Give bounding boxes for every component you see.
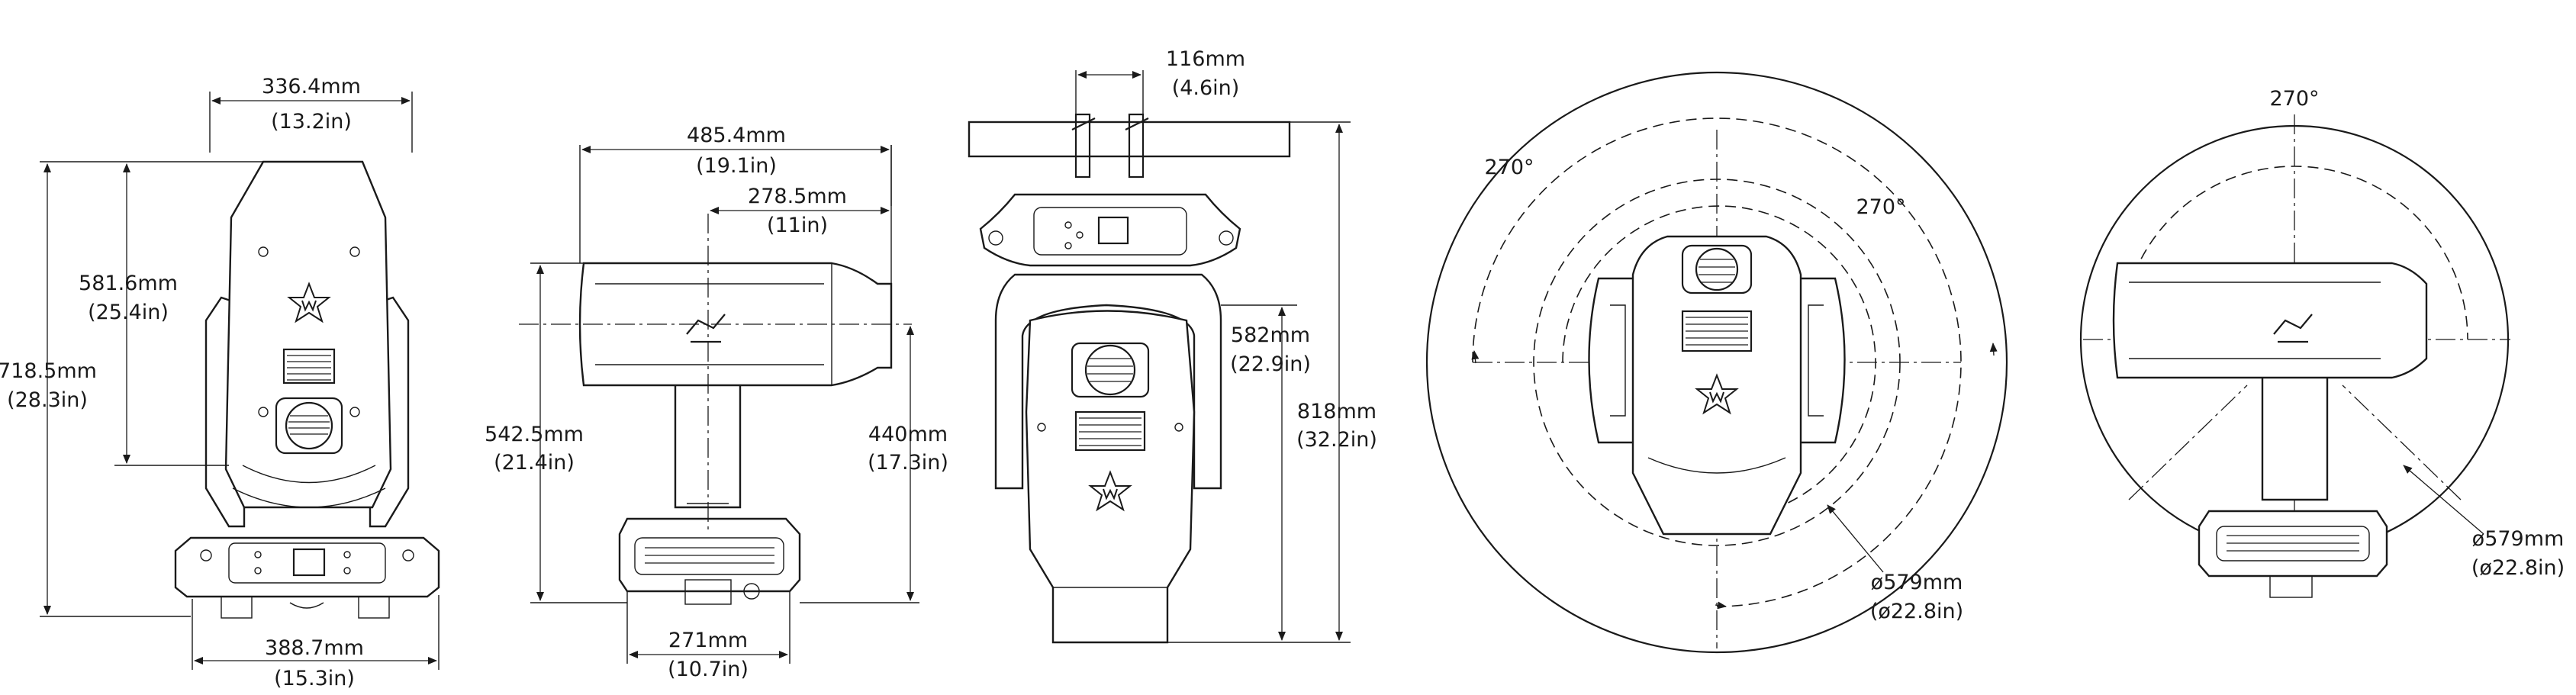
front-width-top-mm: 336.4mm	[262, 75, 361, 98]
side-tilt-axis-height-mm: 440mm	[868, 423, 948, 446]
side-total-height-in: (21.4in)	[494, 451, 575, 475]
top-pan-view: 270° 270° ø579mm (ø22.8in)	[1425, 71, 2008, 654]
hang-axis-height-in: (22.9in)	[1230, 352, 1311, 376]
front-base-width-mm: 388.7mm	[265, 636, 364, 660]
side-base-depth-in: (10.7in)	[668, 658, 749, 681]
pan-angle-left: 270°	[1484, 156, 1534, 179]
fan-grille-icon	[282, 348, 336, 385]
side-base-depth-mm: 271mm	[668, 629, 748, 652]
hang-total-height-mm: 818mm	[1297, 400, 1377, 423]
front-total-height-mm: 718.5mm	[0, 359, 97, 383]
front-width-top-in: (13.2in)	[271, 110, 352, 134]
tilt-angle: 270°	[2269, 87, 2319, 111]
side-tilt-axis-height-in: (17.3in)	[868, 451, 948, 475]
pan-diameter-mm: ø579mm	[1871, 571, 1963, 594]
pan-angle-right: 270°	[1856, 195, 1905, 219]
side-pivot-offset-in: (11in)	[767, 214, 828, 237]
hang-clamp-spacing-in: (4.6in)	[1172, 76, 1240, 100]
display-screen-icon	[292, 548, 326, 577]
hang-clamp-spacing-mm: 116mm	[1166, 47, 1245, 71]
pan-diameter-in: (ø22.8in)	[1870, 600, 1963, 623]
hang-total-height-in: (32.2in)	[1296, 428, 1377, 452]
front-total-height-in: (28.3in)	[7, 388, 88, 412]
side-tilt-view: 270° ø579mm (ø22.8in)	[2079, 87, 2565, 598]
hanging-view: 116mm (4.6in) 582mm (22.9in) 818mm (32.2…	[968, 47, 1377, 644]
side-head-length-mm: 485.4mm	[687, 124, 786, 147]
front-view: 336.4mm (13.2in) 581.6mm (25.4in) 718.5m…	[0, 75, 440, 690]
tilt-diameter-in: (ø22.8in)	[2471, 556, 2565, 580]
front-head-height-mm: 581.6mm	[79, 272, 178, 295]
tilt-diameter-mm: ø579mm	[2472, 527, 2565, 551]
side-pivot-offset-mm: 278.5mm	[748, 185, 847, 208]
front-head-height-in: (25.4in)	[88, 301, 169, 324]
side-view: 485.4mm (19.1in) 278.5mm (11in) 542.5mm …	[485, 124, 948, 681]
front-base-width-in: (15.3in)	[274, 667, 355, 690]
side-head-length-in: (19.1in)	[696, 154, 777, 178]
side-total-height-mm: 542.5mm	[485, 423, 584, 446]
hang-axis-height-mm: 582mm	[1231, 323, 1310, 347]
